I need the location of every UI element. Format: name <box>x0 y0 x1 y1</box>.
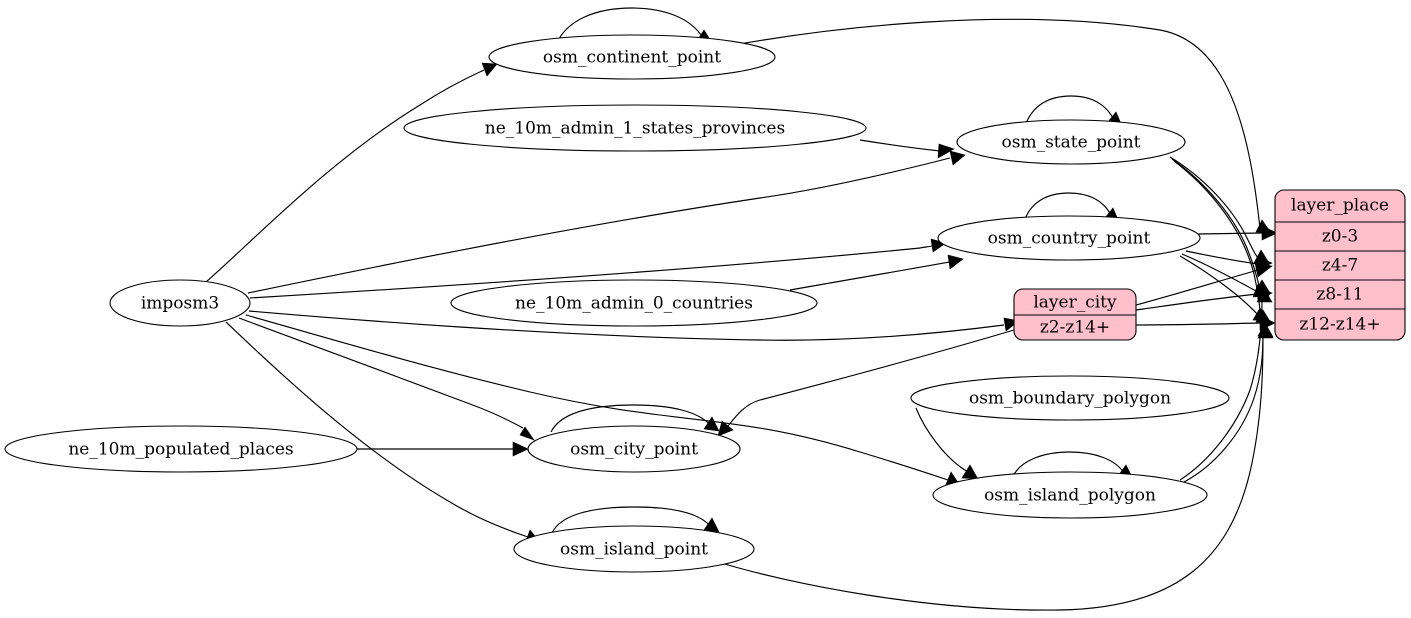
node-label-osm_state_point: osm_state_point <box>1002 133 1141 153</box>
edge-osm_island_polygon-to-layer_place-z12-z14+ <box>1183 322 1274 483</box>
node-label-osm_continent_point: osm_continent_point <box>543 48 721 68</box>
edge-osm_island_polygon-to-layer_place-z8-11 <box>1179 288 1273 481</box>
record-row-layer_place-z8-11[interactable]: z8-11 <box>1316 285 1363 305</box>
node-label-osm_country_point: osm_country_point <box>988 229 1151 249</box>
edge-layer_city-to-layer_place-z4-7 <box>1135 262 1273 306</box>
record-row-layer_city-title: layer_city <box>1033 293 1117 313</box>
node-label-ne_10m_admin_0_countries: ne_10m_admin_0_countries <box>515 294 753 314</box>
node-osm_continent_point[interactable]: osm_continent_point <box>488 34 776 80</box>
edge-osm_country_point-to-layer_place-z0-3 <box>1197 225 1278 241</box>
edge-ne_10m_admin_1_states_provinces-to-osm_state_point <box>859 139 955 159</box>
edge-osm_city_point-self-loop <box>550 404 720 433</box>
record-row-layer_place-z12-z14plus[interactable]: z12-z14+ <box>1299 315 1380 335</box>
edge-imposm3-to-osm_state_point <box>247 150 966 294</box>
edge-layer_city-to-osm_city_point <box>717 329 1015 437</box>
record-row-layer_place-title: layer_place <box>1291 196 1389 216</box>
edge-osm_boundary_polygon-to-osm_island_polygon <box>915 407 979 480</box>
node-osm_city_point[interactable]: osm_city_point <box>527 425 741 473</box>
node-osm_boundary_polygon[interactable]: osm_boundary_polygon <box>910 375 1230 421</box>
edge-osm_island_point-to-layer_place-z12-z14+ <box>717 324 1274 611</box>
record-layer: layer_city z2-z14+ layer_place z0-3 z4-7… <box>1013 189 1406 341</box>
edge-layer_city-to-layer_place-z8-11 <box>1135 286 1273 311</box>
edge-ne_10m_admin_0_countries-to-osm_country_point <box>789 254 964 291</box>
edge-ne_10m_populated_places-to-osm_city_point <box>357 441 529 457</box>
node-ne_10m_populated_places[interactable]: ne_10m_populated_places <box>4 425 358 473</box>
node-label-osm_boundary_polygon: osm_boundary_polygon <box>969 389 1171 409</box>
node-label-osm_island_point: osm_island_point <box>560 540 708 560</box>
record-node-layer_place[interactable]: layer_place z0-3 z4-7 z8-11 z12-z14+ <box>1274 189 1406 341</box>
node-ne_10m_admin_0_countries[interactable]: ne_10m_admin_0_countries <box>450 279 818 327</box>
node-osm_state_point[interactable]: osm_state_point <box>956 119 1186 165</box>
node-osm_island_polygon[interactable]: osm_island_polygon <box>932 471 1208 519</box>
node-imposm3[interactable]: imposm3 <box>109 279 251 327</box>
record-row-layer_place-z0-3[interactable]: z0-3 <box>1322 227 1358 247</box>
record-row-layer_city-z2-z14plus[interactable]: z2-z14+ <box>1040 318 1110 338</box>
record-row-layer_place-z4-7[interactable]: z4-7 <box>1322 256 1358 276</box>
record-node-layer_city[interactable]: layer_city z2-z14+ <box>1013 288 1137 341</box>
node-layer: imposm3 ne_10m_populated_places ne_10m_a… <box>4 34 1230 573</box>
node-ne_10m_admin_1_states_provinces[interactable]: ne_10m_admin_1_states_provinces <box>403 104 867 152</box>
node-osm_country_point[interactable]: osm_country_point <box>937 215 1201 261</box>
node-label-ne_10m_admin_1_states_provinces: ne_10m_admin_1_states_provinces <box>485 119 785 139</box>
node-label-osm_island_polygon: osm_island_polygon <box>984 486 1156 506</box>
edge-layer <box>205 7 1278 611</box>
node-label-ne_10m_populated_places: ne_10m_populated_places <box>68 440 293 460</box>
edge-imposm3-to-osm_continent_point <box>205 62 498 283</box>
node-label-osm_city_point: osm_city_point <box>570 440 698 460</box>
node-osm_island_point[interactable]: osm_island_point <box>513 525 755 573</box>
node-label-imposm3: imposm3 <box>141 294 219 314</box>
edge-imposm3-to-osm_city_point <box>238 317 535 441</box>
